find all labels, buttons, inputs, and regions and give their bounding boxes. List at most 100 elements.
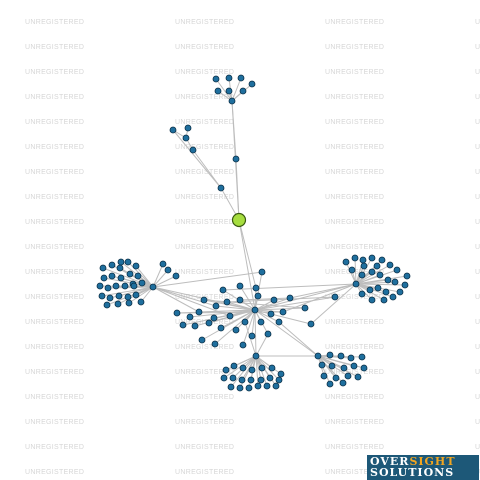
graph-node[interactable] — [121, 282, 129, 290]
graph-node[interactable] — [104, 284, 112, 292]
graph-node[interactable] — [339, 379, 347, 387]
graph-node[interactable] — [368, 254, 376, 262]
graph-node[interactable] — [248, 332, 256, 340]
graph-node[interactable] — [252, 352, 260, 360]
graph-node[interactable] — [318, 361, 326, 369]
graph-node[interactable] — [205, 319, 213, 327]
graph-node[interactable] — [272, 382, 280, 390]
graph-node[interactable] — [258, 268, 266, 276]
graph-node[interactable] — [384, 276, 392, 284]
graph-node[interactable] — [241, 318, 249, 326]
graph-node[interactable] — [266, 374, 274, 382]
graph-node[interactable] — [352, 280, 360, 288]
graph-node[interactable] — [237, 74, 245, 82]
graph-node[interactable] — [164, 266, 172, 274]
graph-node[interactable] — [251, 306, 259, 314]
graph-node[interactable] — [342, 258, 350, 266]
graph-node[interactable] — [210, 314, 218, 322]
graph-node[interactable] — [358, 353, 366, 361]
graph-node[interactable] — [344, 372, 352, 380]
graph-node[interactable] — [258, 364, 266, 372]
graph-node[interactable] — [130, 282, 138, 290]
graph-node[interactable] — [307, 320, 315, 328]
graph-node[interactable] — [124, 293, 132, 301]
graph-node[interactable] — [403, 272, 411, 280]
graph-node[interactable] — [186, 313, 194, 321]
graph-node[interactable] — [376, 271, 384, 279]
graph-node[interactable] — [172, 272, 180, 280]
graph-node[interactable] — [125, 299, 133, 307]
graph-node[interactable] — [358, 290, 366, 298]
graph-node[interactable] — [257, 376, 265, 384]
graph-node[interactable] — [351, 254, 359, 262]
graph-node[interactable] — [232, 155, 240, 163]
graph-node[interactable] — [100, 274, 108, 282]
graph-node[interactable] — [239, 341, 247, 349]
graph-node[interactable] — [245, 384, 253, 392]
graph-node[interactable] — [263, 382, 271, 390]
graph-node[interactable] — [132, 291, 140, 299]
graph-node[interactable] — [391, 278, 399, 286]
graph-node[interactable] — [236, 282, 244, 290]
graph-node[interactable] — [137, 298, 145, 306]
graph-node[interactable] — [264, 330, 272, 338]
graph-node[interactable] — [389, 293, 397, 301]
graph-node[interactable] — [124, 258, 132, 266]
graph-node[interactable] — [347, 354, 355, 362]
graph-node[interactable] — [358, 271, 366, 279]
graph-node[interactable] — [268, 364, 276, 372]
graph-node[interactable] — [279, 308, 287, 316]
graph-node[interactable] — [198, 336, 206, 344]
graph-node[interactable] — [212, 302, 220, 310]
graph-node[interactable] — [108, 272, 116, 280]
graph-node[interactable] — [368, 296, 376, 304]
graph-node[interactable] — [331, 293, 339, 301]
graph-node[interactable] — [248, 366, 256, 374]
graph-node[interactable] — [182, 134, 190, 142]
graph-node[interactable] — [252, 284, 260, 292]
graph-node[interactable] — [277, 370, 285, 378]
graph-node[interactable] — [232, 326, 240, 334]
graph-node[interactable] — [301, 304, 309, 312]
graph-node[interactable] — [108, 261, 116, 269]
graph-node[interactable] — [254, 382, 262, 390]
graph-node[interactable] — [275, 376, 283, 384]
graph-node[interactable] — [225, 87, 233, 95]
graph-node[interactable] — [179, 321, 187, 329]
graph-node[interactable] — [275, 318, 283, 326]
graph-node[interactable] — [374, 284, 382, 292]
graph-node[interactable] — [200, 296, 208, 304]
graph-node[interactable] — [396, 288, 404, 296]
graph-node[interactable] — [236, 296, 244, 304]
graph-node[interactable] — [350, 362, 358, 370]
graph-node[interactable] — [117, 274, 125, 282]
graph-node[interactable] — [314, 352, 322, 360]
graph-node[interactable] — [117, 258, 125, 266]
graph-node[interactable] — [247, 376, 255, 384]
graph-node[interactable] — [126, 270, 134, 278]
graph-node[interactable] — [230, 362, 238, 370]
graph-node[interactable] — [184, 124, 192, 132]
graph-node[interactable] — [149, 283, 157, 291]
graph-node[interactable] — [99, 264, 107, 272]
graph-node[interactable] — [217, 184, 225, 192]
graph-node[interactable] — [227, 383, 235, 391]
graph-node[interactable] — [348, 266, 356, 274]
graph-node[interactable] — [236, 384, 244, 392]
graph-node[interactable] — [332, 374, 340, 382]
graph-node[interactable] — [270, 296, 278, 304]
graph-node[interactable] — [360, 262, 368, 270]
graph-node[interactable] — [257, 318, 265, 326]
graph-node[interactable] — [360, 364, 368, 372]
graph-node[interactable] — [238, 376, 246, 384]
graph-node[interactable] — [228, 97, 236, 105]
graph-node[interactable] — [211, 340, 219, 348]
graph-node[interactable] — [223, 298, 231, 306]
graph-node[interactable] — [320, 372, 328, 380]
graph-node[interactable] — [254, 292, 262, 300]
graph-node[interactable] — [326, 380, 334, 388]
graph-node[interactable] — [239, 364, 247, 372]
graph-node[interactable] — [380, 296, 388, 304]
graph-node[interactable] — [239, 87, 247, 95]
graph-node[interactable] — [337, 352, 345, 360]
